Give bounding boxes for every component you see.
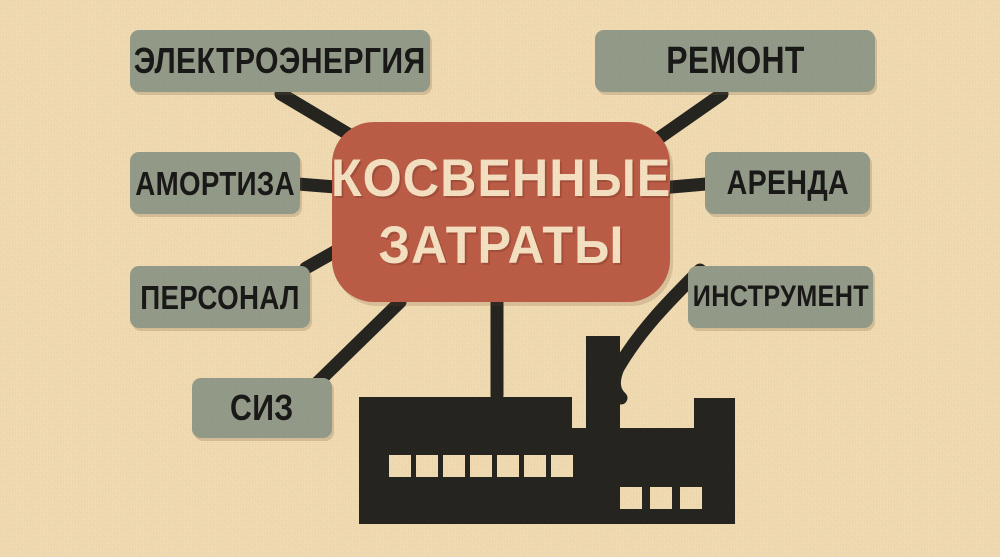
node-instrument[interactable]: ИНСТРУМЕНТ: [688, 266, 873, 328]
factory-window-row-main: [389, 455, 573, 477]
node-arenda[interactable]: АРЕНДА: [705, 152, 870, 214]
node-amort-label: АМОРТИЗА: [135, 164, 295, 202]
center-node[interactable]: КОСВЕННЫЕ ЗАТРАТЫ: [330, 122, 672, 302]
node-personal-label: ПЕРСОНАЛ: [140, 278, 300, 316]
factory-sawtooth-roof: [359, 397, 573, 430]
node-remont[interactable]: РЕМОНТ: [595, 30, 875, 92]
edge-siz: [309, 295, 407, 391]
factory-window-row-right: [620, 487, 702, 509]
factory-right-tower: [694, 398, 735, 524]
node-arenda-label: АРЕНДА: [726, 164, 849, 202]
node-electro-label: ЭЛЕКТРОЭНЕРГИЯ: [134, 40, 426, 81]
node-amort[interactable]: АМОРТИЗА: [130, 152, 300, 214]
node-personal[interactable]: ПЕРСОНАЛ: [130, 266, 310, 328]
center-node-line1: КОСВЕННЫЕ: [330, 149, 672, 208]
node-remont-label: РЕМОНТ: [665, 40, 805, 82]
node-siz-label: СИЗ: [230, 387, 294, 428]
node-electro[interactable]: ЭЛЕКТРОЭНЕРГИЯ: [130, 30, 430, 92]
node-siz[interactable]: СИЗ: [192, 378, 332, 438]
node-instrument-label: ИНСТРУМЕНТ: [692, 280, 869, 313]
center-node-line2: ЗАТРАТЫ: [378, 216, 624, 275]
